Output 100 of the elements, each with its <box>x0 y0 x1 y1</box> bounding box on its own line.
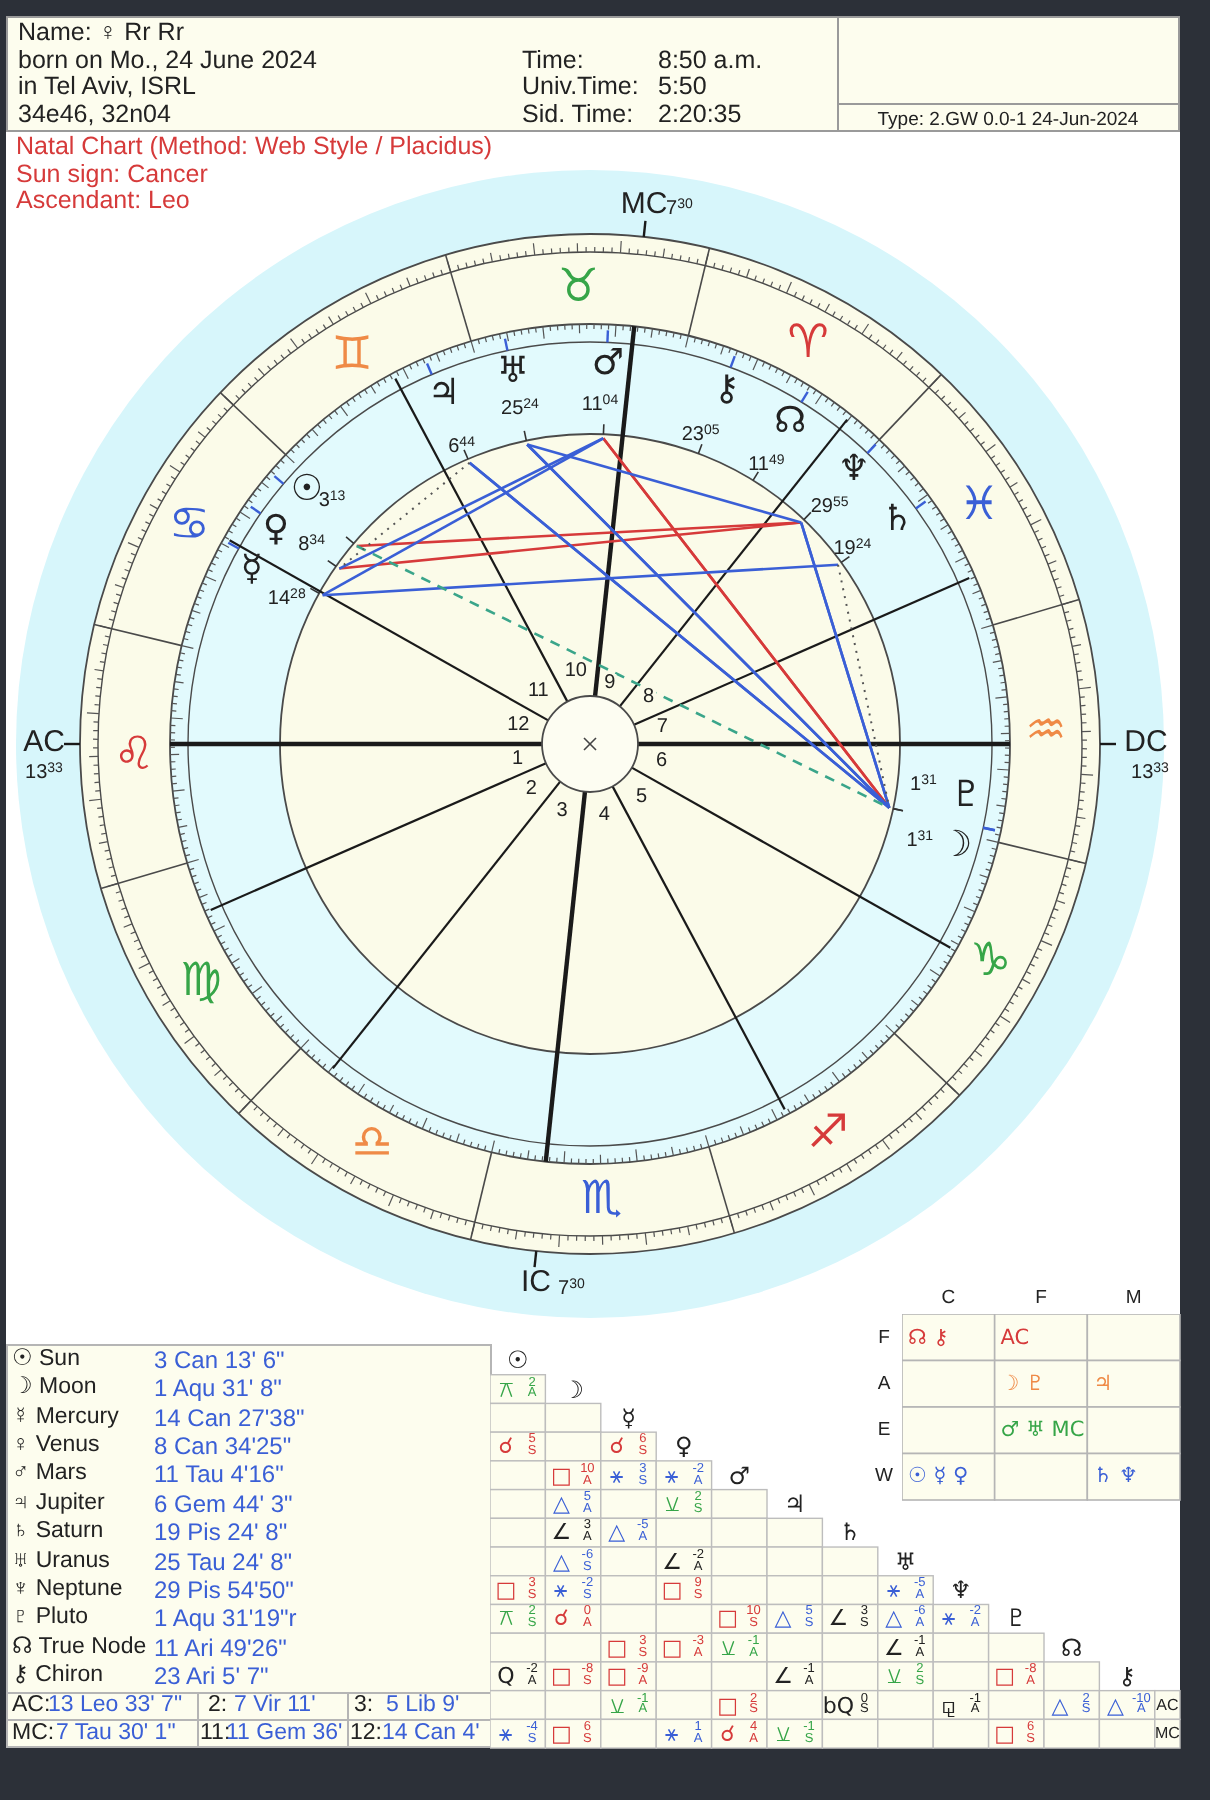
planet-position: 11 Tau 4'16" <box>154 1462 284 1487</box>
zodiac-sign-glyph: ♒ <box>1025 709 1067 756</box>
birth-coordinates: 34e46, 32n04 <box>18 100 171 126</box>
aspect-symbol: △ <box>1106 1694 1124 1716</box>
zodiac-sign-glyph: ♍ <box>180 959 222 1005</box>
planet-name: ⚷ Chiron <box>12 1664 103 1688</box>
aspect-symbol: ⚼ <box>941 1694 958 1716</box>
planet-glyph: ☊ <box>1060 1635 1083 1660</box>
time-field-label: Univ.Time: <box>522 73 639 99</box>
aspect-symbol: ⚹ <box>499 1722 513 1745</box>
aspect-symbol: ⚹ <box>886 1579 901 1602</box>
planet-glyph: ♂ <box>728 1463 750 1488</box>
aspect-symbol: ⚹ <box>554 1579 569 1602</box>
planet-glyph: ☿ <box>621 1405 636 1430</box>
planet-glyph: ☉ <box>507 1348 529 1373</box>
planet-position: 25 Tau 24' 8" <box>154 1549 293 1573</box>
planet-glyph: ☽ <box>940 827 973 864</box>
column-header: F <box>1035 1288 1047 1308</box>
planet-glyph: ♃ <box>784 1492 806 1516</box>
planet-glyph: ♄ <box>839 1520 861 1545</box>
planet-glyph: ☊ <box>774 403 807 439</box>
angle-degree: 13$^{33}$ <box>25 764 63 784</box>
aspect-symbol: ⚻ <box>499 1607 513 1630</box>
planet-name: ♇ Pluto <box>12 1606 89 1630</box>
aspect-symbol: □ <box>550 1722 572 1745</box>
aspect-symbol: ⚹ <box>609 1464 624 1487</box>
aspect-symbol: bQ <box>822 1694 854 1716</box>
cusp-position: 5 Lib 9' <box>386 1694 460 1718</box>
planet-glyph: ☉ <box>290 472 323 509</box>
time-field-value: 8:50 a.m. <box>658 46 763 72</box>
planet-name: ♄ Saturn <box>12 1520 104 1544</box>
time-field-value: 5:50 <box>658 73 707 99</box>
cusp-label: MC: <box>12 1722 55 1746</box>
planet-degree: 19$^{24}$ <box>833 540 872 561</box>
planet-glyph: ♇ <box>1005 1606 1027 1631</box>
angle-label: IC <box>521 1267 551 1297</box>
house-number: 6 <box>654 752 670 773</box>
planet-name: ♂ Mars <box>12 1463 87 1487</box>
aspect-symbol: ☌ <box>498 1435 514 1458</box>
aspect-symbol: □ <box>661 1579 683 1602</box>
house-number: 8 <box>641 688 657 709</box>
aspect-symbol: □ <box>717 1607 738 1630</box>
planet-name: ♀ Venus <box>12 1434 100 1458</box>
time-field-label: Time: <box>522 46 584 72</box>
house-number: 11 <box>526 681 551 701</box>
sun-sign-text: Sun sign: Cancer <box>16 160 208 186</box>
aspect-symbol: Q <box>497 1665 515 1688</box>
aspect-symbol: △ <box>552 1493 570 1515</box>
row-header: W <box>875 1467 893 1487</box>
house-number: 10 <box>562 661 589 682</box>
zodiac-sign-glyph: ♑ <box>969 939 1012 985</box>
aspect-symbol: ∠ <box>773 1665 793 1688</box>
planet-glyph: ⚷ <box>713 371 740 408</box>
aspect-symbol: ⚺ <box>665 1493 680 1515</box>
planet-glyph: ♅ <box>496 353 530 390</box>
aspect-symbol: ∠ <box>828 1607 849 1630</box>
aspect-symbol: ⚺ <box>609 1694 624 1716</box>
angle-degree: 13$^{33}$ <box>1131 764 1169 784</box>
planet-position: 1 Aqu 31' 8" <box>154 1376 282 1401</box>
planet-degree: 11$^{49}$ <box>748 455 785 475</box>
angle-label: MC <box>1154 1725 1180 1742</box>
aspect-symbol: ⚺ <box>886 1665 901 1688</box>
cusp-position: 14 Can 4' <box>382 1722 480 1746</box>
planet-degree: 3$^{13}$ <box>318 491 346 512</box>
aspect-symbol: △ <box>608 1521 626 1544</box>
aspect-symbol: ☌ <box>554 1607 569 1630</box>
aspect-symbol: □ <box>550 1464 572 1487</box>
birth-place: in Tel Aviv, ISRL <box>18 73 196 99</box>
planet-glyph: ♀ <box>262 511 290 548</box>
aspect-symbol: □ <box>550 1665 572 1688</box>
aspect-symbol: ⚻ <box>499 1378 513 1400</box>
zodiac-sign-glyph: ♈ <box>787 320 829 367</box>
planet-name: ☿ Mercury <box>12 1405 119 1429</box>
row-header: F <box>878 1327 890 1347</box>
planet-position: 6 Gem 44' 3" <box>154 1491 293 1516</box>
aspect-symbol: ⚹ <box>665 1722 680 1745</box>
aspect-symbol: □ <box>606 1665 628 1688</box>
planet-name: ☽ Moon <box>12 1377 97 1401</box>
column-header: M <box>1125 1288 1142 1308</box>
zodiac-sign-glyph: ♌ <box>113 732 155 779</box>
planet-glyph: ♆ <box>837 452 871 489</box>
zodiac-sign-glyph: ♎ <box>351 1121 393 1168</box>
planet-degree: 14$^{28}$ <box>267 589 306 610</box>
zodiac-sign-glyph: ♊ <box>331 332 373 378</box>
planet-degree: 8$^{34}$ <box>298 535 325 556</box>
cusp-label: 3: <box>354 1694 374 1718</box>
aspect-symbol: □ <box>717 1694 738 1716</box>
planet-name: ♆ Neptune <box>12 1578 123 1602</box>
aspect-symbol: ∠ <box>883 1636 904 1659</box>
planet-glyph: ♅ <box>894 1549 917 1574</box>
aspect-symbol: □ <box>495 1579 517 1602</box>
column-header: C <box>941 1288 956 1308</box>
planet-name: ☊ True Node <box>12 1635 147 1659</box>
angle-label: MC <box>620 189 668 219</box>
zodiac-sign-glyph: ♐ <box>807 1110 849 1156</box>
planet-position: 11 Ari 49'26" <box>154 1635 287 1660</box>
zodiac-sign-glyph: ♋ <box>168 503 210 549</box>
aspect-symbol: □ <box>606 1636 628 1659</box>
aspect-symbol: □ <box>994 1722 1015 1745</box>
planet-position: 1 Aqu 31'19"r <box>154 1606 297 1631</box>
